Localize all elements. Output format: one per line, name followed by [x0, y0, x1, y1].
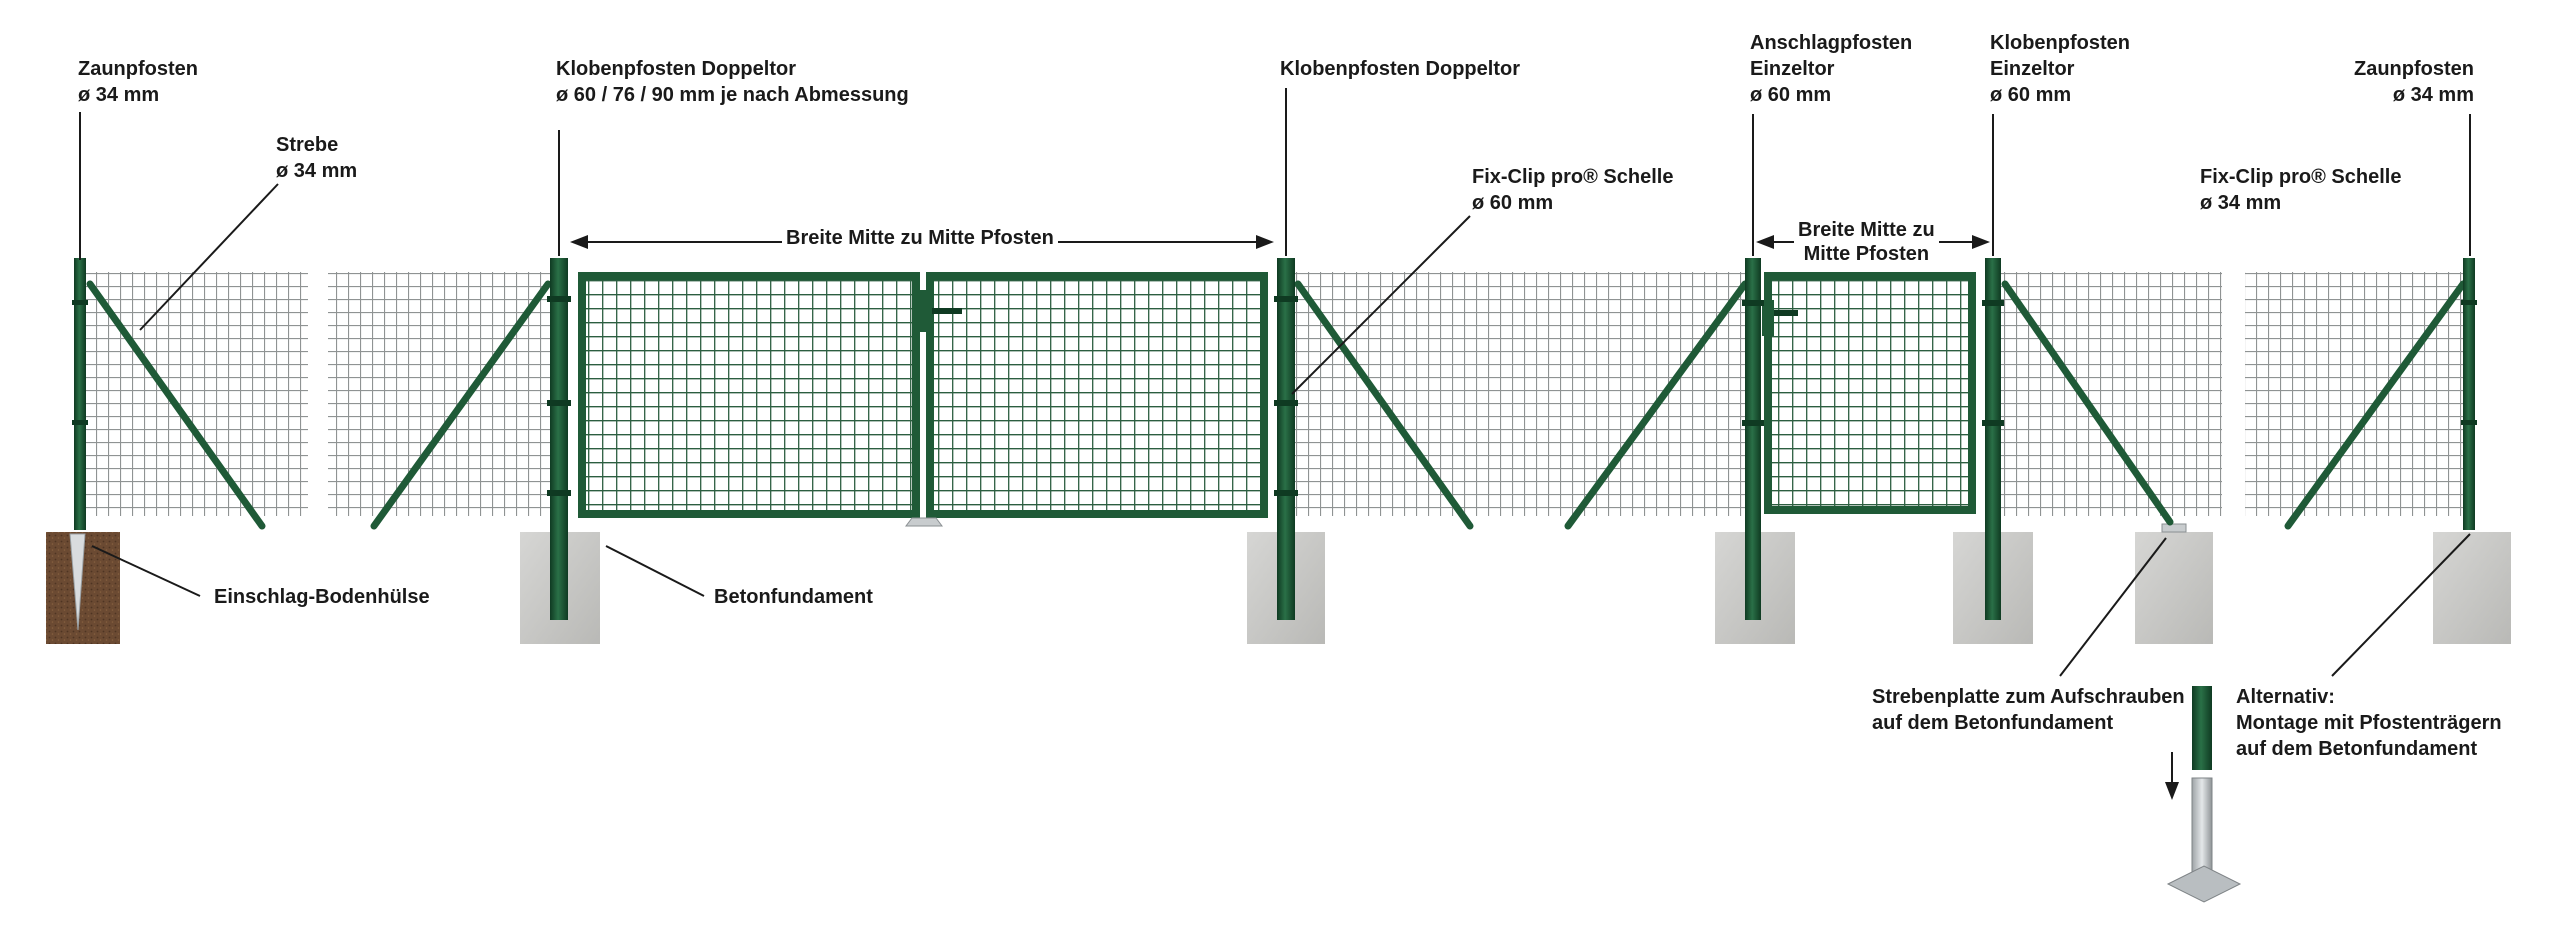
single-gate [1762, 272, 1976, 514]
label-klobenpfosten-doppeltor-left: Klobenpfosten Doppeltor ø 60 / 76 / 90 m… [556, 56, 909, 108]
post-top-piece [2192, 686, 2212, 770]
gate-leaf-single [1764, 272, 1976, 514]
stop-post-single-gate [1745, 258, 1761, 620]
arrow-down-head [2165, 782, 2179, 800]
label-line: auf dem Betonfundament [2236, 738, 2478, 760]
label-strebenplatte: Strebenplatte zum Aufschrauben auf dem B… [1872, 684, 2185, 736]
gate-lock [1762, 300, 1774, 336]
label-line: Breite Mitte zu [1798, 219, 1935, 241]
label-line: Klobenpfosten Doppeltor [556, 58, 796, 80]
gate-leaf-right [926, 272, 1268, 518]
strut [370, 280, 552, 530]
strut [2001, 280, 2174, 526]
strut [2284, 280, 2467, 530]
dimension-label-double-gate: Breite Mitte zu Mitte Pfosten [782, 226, 1058, 250]
label-line: Einzeltor [1990, 58, 2075, 80]
label-zaunpfosten-right: Zaunpfosten ø 34 mm [2300, 56, 2474, 108]
label-line: Mitte Pfosten [1803, 243, 1930, 265]
label-line: ø 60 / 76 / 90 mm je nach Abmessung [556, 84, 909, 106]
label-line: Strebe [276, 134, 339, 156]
label-line: ø 60 mm [1472, 192, 1554, 214]
label-line: auf dem Betonfundament [1872, 712, 2114, 734]
mesh-panel [80, 272, 308, 516]
double-gate [578, 272, 1268, 527]
mesh-panel [328, 272, 553, 516]
mesh-panels [80, 272, 2470, 516]
label-line: Fix-Clip pro® Schelle [1472, 166, 1674, 188]
strut [1294, 280, 1474, 530]
label-einschlag-bodenhuelse: Einschlag-Bodenhülse [214, 584, 430, 610]
fence-post-34 [2463, 258, 2475, 530]
label-zaunpfosten-left: Zaunpfosten ø 34 mm [78, 56, 198, 108]
posts [72, 258, 2477, 620]
strut [86, 280, 266, 530]
post-carrier-detail [2165, 686, 2242, 903]
post-carrier-tube [2191, 777, 2213, 879]
label-line: Einschlag-Bodenhülse [214, 586, 430, 608]
label-line: Strebenplatte zum Aufschrauben [1872, 686, 2185, 708]
label-line: Klobenpfosten [1990, 32, 2130, 54]
label-line: ø 60 mm [1750, 84, 1832, 106]
post-carrier-plate [2166, 865, 2242, 903]
fence-post-34 [74, 258, 86, 530]
strut [1564, 280, 1749, 530]
struts [86, 280, 2467, 530]
label-line: Betonfundament [714, 586, 873, 608]
mesh-panel [2000, 272, 2222, 516]
label-line: Zaunpfosten [2354, 58, 2474, 80]
concrete-foundation [2433, 532, 2511, 644]
label-line: ø 60 mm [1990, 84, 2072, 106]
hinge-post-single-gate [1985, 258, 2001, 620]
dimension-label-single-gate: Breite Mitte zu Mitte Pfosten [1794, 218, 1939, 266]
leader-lines [79, 88, 2471, 677]
ground-spike [69, 533, 86, 631]
label-line: Alternativ: [2236, 686, 2335, 708]
label-line: ø 34 mm [78, 84, 160, 106]
label-klobenpfosten-einzeltor: Klobenpfosten Einzeltor ø 60 mm [1990, 30, 2130, 108]
mesh-panel [1290, 272, 1750, 516]
gate-leaf-left [578, 272, 920, 518]
label-line: Montage mit Pfostenträgern [2236, 712, 2502, 734]
label-strebe: Strebe ø 34 mm [276, 132, 357, 184]
concrete-foundation [2135, 532, 2213, 644]
label-betonfundament: Betonfundament [714, 584, 873, 610]
label-line: Einzeltor [1750, 58, 1835, 80]
label-fixclip-60: Fix-Clip pro® Schelle ø 60 mm [1472, 164, 1673, 216]
clamps [72, 296, 2477, 496]
label-anschlagpfosten: Anschlagpfosten Einzeltor ø 60 mm [1750, 30, 1912, 108]
label-klobenpfosten-doppeltor-right: Klobenpfosten Doppeltor [1280, 56, 1520, 82]
label-alternativ: Alternativ: Montage mit Pfostenträgern a… [2236, 684, 2502, 762]
label-line: Klobenpfosten Doppeltor [1280, 58, 1520, 80]
gate-lock [920, 290, 932, 332]
label-line: ø 34 mm [276, 160, 358, 182]
mesh-panel [2245, 272, 2470, 516]
gate-handle [932, 308, 962, 314]
label-line: Anschlagpfosten [1750, 32, 1913, 54]
hinge-post-double-gate [1277, 258, 1295, 620]
label-line: ø 34 mm [2392, 84, 2474, 106]
hinge-post-double-gate [550, 258, 568, 620]
gate-handle [1774, 310, 1798, 316]
label-line: Fix-Clip pro® Schelle [2200, 166, 2402, 188]
ground-stopper [905, 517, 943, 527]
strut-plate [2161, 523, 2187, 533]
label-line: ø 34 mm [2200, 192, 2282, 214]
label-line: Zaunpfosten [78, 58, 198, 80]
label-fixclip-34: Fix-Clip pro® Schelle ø 34 mm [2200, 164, 2401, 216]
